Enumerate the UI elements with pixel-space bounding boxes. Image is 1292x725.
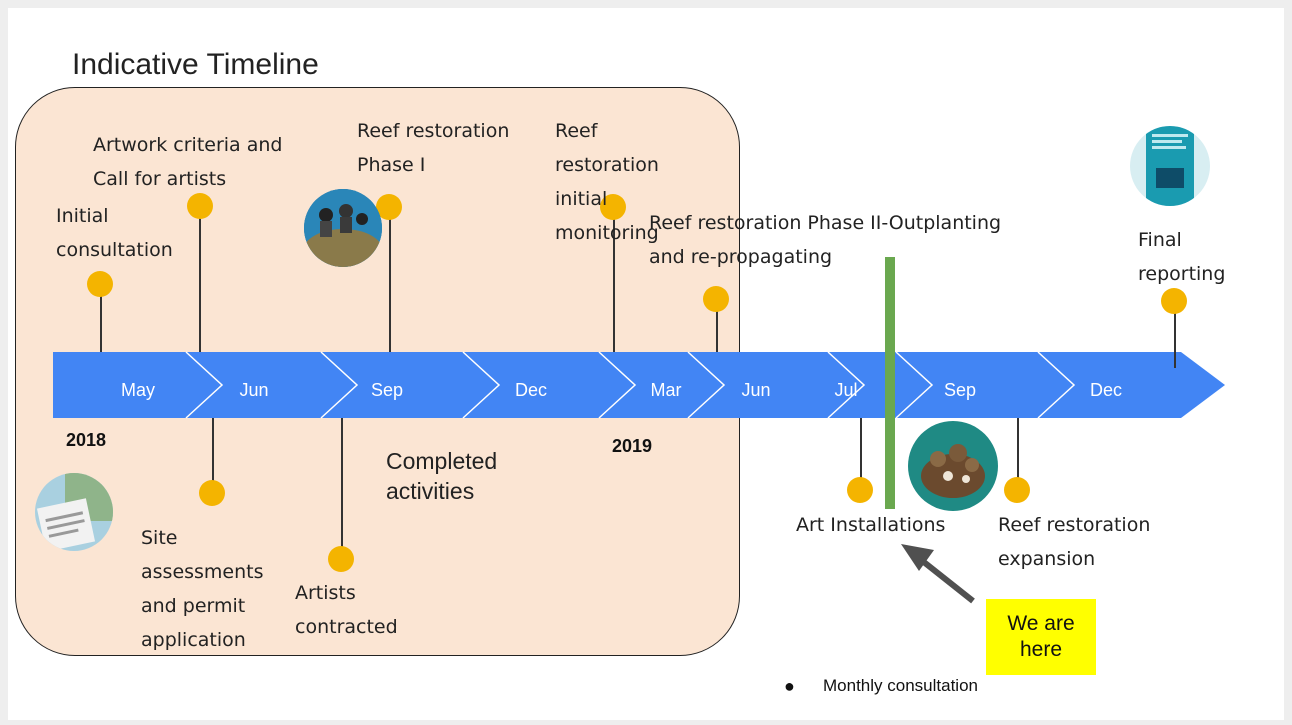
timeline-chevron-dividers	[185, 351, 1076, 419]
milestone-dot	[376, 194, 402, 220]
legend-monthly-consultation: Monthly consultation	[823, 676, 978, 695]
milestone-dot	[87, 271, 113, 297]
month-label: Sep	[943, 380, 977, 400]
legend-bullet-icon: ●	[784, 676, 795, 696]
timeline-arrow-graphic	[53, 257, 1225, 604]
connector-line	[1017, 418, 1019, 490]
month-label: May	[120, 380, 155, 400]
milestone-label-reef-restoration-expansion: Reef restoration expansion	[998, 514, 1151, 570]
connector-line	[100, 291, 102, 352]
milestone-label-call-for-artists: Artwork criteria and Call for artists	[93, 134, 283, 190]
milestone-label-initial-monitoring: Reef restoration initial monitoring	[555, 120, 659, 244]
month-label: Jul	[834, 380, 858, 400]
pointer-arrow-head	[901, 544, 934, 571]
pointer-arrow-shaft	[918, 556, 975, 604]
milestone-label-artists-contracted: Artists contracted	[295, 582, 398, 638]
month-label: Jun	[239, 380, 269, 400]
connector-line	[860, 418, 862, 489]
milestone-dot	[847, 477, 873, 503]
milestone-label-art-installations: Art Installations	[796, 514, 946, 536]
connector-line	[341, 418, 343, 561]
milestone-label-final-reporting: Final reporting	[1138, 229, 1226, 285]
month-label: Dec	[514, 380, 547, 400]
milestone-dot	[600, 194, 626, 220]
month-label: Sep	[370, 380, 404, 400]
we-are-here-callout: We are here	[986, 599, 1096, 675]
milestone-dot	[1004, 477, 1030, 503]
slide: Indicative Timeline May Jun Sep Dec Mar …	[8, 8, 1284, 720]
connector-line	[1174, 308, 1176, 368]
milestone-label-initial-consultation: Initial consultation	[56, 205, 173, 261]
milestone-dot	[187, 193, 213, 219]
connector-line	[716, 306, 718, 352]
milestone-dot	[328, 546, 354, 572]
current-position-bar	[885, 257, 895, 509]
completed-activities-label: Completed activities	[386, 448, 498, 504]
milestone-dot	[199, 480, 225, 506]
report-cover-photo	[1130, 126, 1210, 206]
timeline-title: Indicative Timeline	[72, 48, 319, 81]
connector-line	[389, 214, 391, 352]
month-label: Jun	[741, 380, 771, 400]
map-document-photo	[35, 473, 113, 551]
month-label: Dec	[1089, 380, 1122, 400]
coral-photo	[908, 421, 998, 511]
milestone-label-phase-2-outplanting: Reef restoration Phase II-Outplanting an…	[649, 212, 1002, 268]
year-label: 2019	[612, 436, 653, 456]
milestone-dot	[703, 286, 729, 312]
connector-line	[212, 418, 214, 495]
month-label: Mar	[650, 380, 682, 400]
connector-line	[613, 214, 615, 352]
milestone-dot	[1161, 288, 1187, 314]
connector-line	[199, 213, 201, 352]
milestone-label-reef-restoration-phase-1: Reef restoration Phase I	[357, 120, 510, 176]
divers-photo	[304, 189, 382, 267]
year-label: 2018	[66, 430, 107, 450]
timeline-arrow-bar	[53, 352, 1225, 418]
milestone-label-site-assessments: Site assessments and permit application	[141, 527, 264, 651]
